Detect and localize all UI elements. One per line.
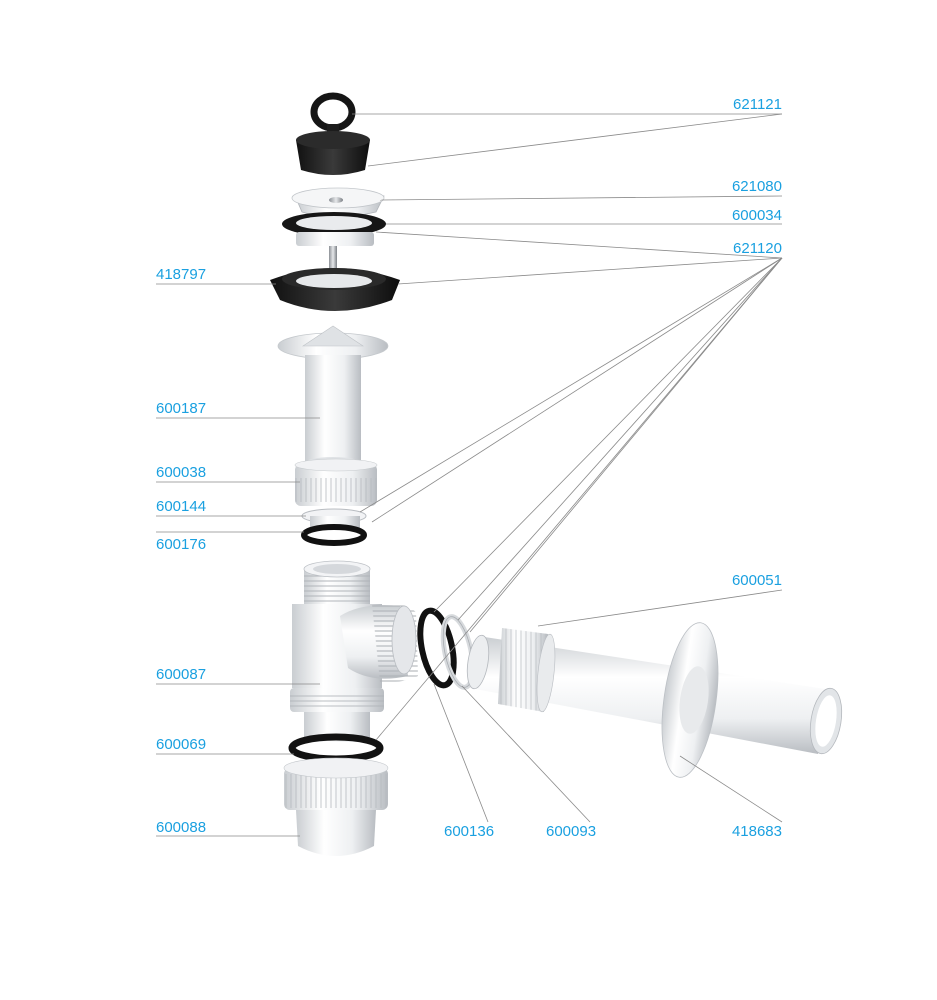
- outlet-tube-part: [277, 325, 389, 469]
- lower-o-ring-part: [288, 733, 384, 763]
- label-600136: 600136: [444, 823, 494, 840]
- bottle-cup-part: [283, 757, 389, 856]
- label-418797: 418797: [156, 266, 206, 283]
- label-600088: 600088: [156, 819, 206, 836]
- label-621121: 621121: [733, 96, 782, 113]
- part-number-labels: 621121 621080 600034 621120 418797 60018…: [156, 96, 782, 840]
- label-418683: 418683: [732, 823, 782, 840]
- plug-with-pull-ring-part: [296, 92, 370, 175]
- conical-gasket-part: [270, 268, 400, 311]
- strainer-part: [291, 187, 385, 218]
- wall-pipe-part: [466, 634, 843, 755]
- side-o-ring-part: [417, 607, 457, 689]
- ribbed-nut-part: [294, 458, 378, 506]
- leader-lines: [156, 113, 783, 837]
- label-600069: 600069: [156, 736, 206, 753]
- label-600087: 600087: [156, 666, 206, 683]
- pipe-nut-part: [498, 628, 556, 713]
- washer-part: [282, 212, 386, 236]
- label-600051: 600051: [732, 572, 782, 589]
- label-600187: 600187: [156, 400, 206, 417]
- label-600038: 600038: [156, 464, 206, 481]
- wall-flange-part: [661, 622, 719, 778]
- label-600093: 600093: [546, 823, 596, 840]
- connecting-screw: [296, 232, 374, 270]
- label-600144: 600144: [156, 498, 206, 515]
- o-ring-part: [301, 524, 367, 546]
- label-621080: 621080: [732, 178, 782, 195]
- siphon-body-part: [290, 560, 418, 742]
- label-600034: 600034: [732, 207, 782, 224]
- label-621120: 621120: [733, 240, 782, 257]
- label-600176: 600176: [156, 536, 206, 553]
